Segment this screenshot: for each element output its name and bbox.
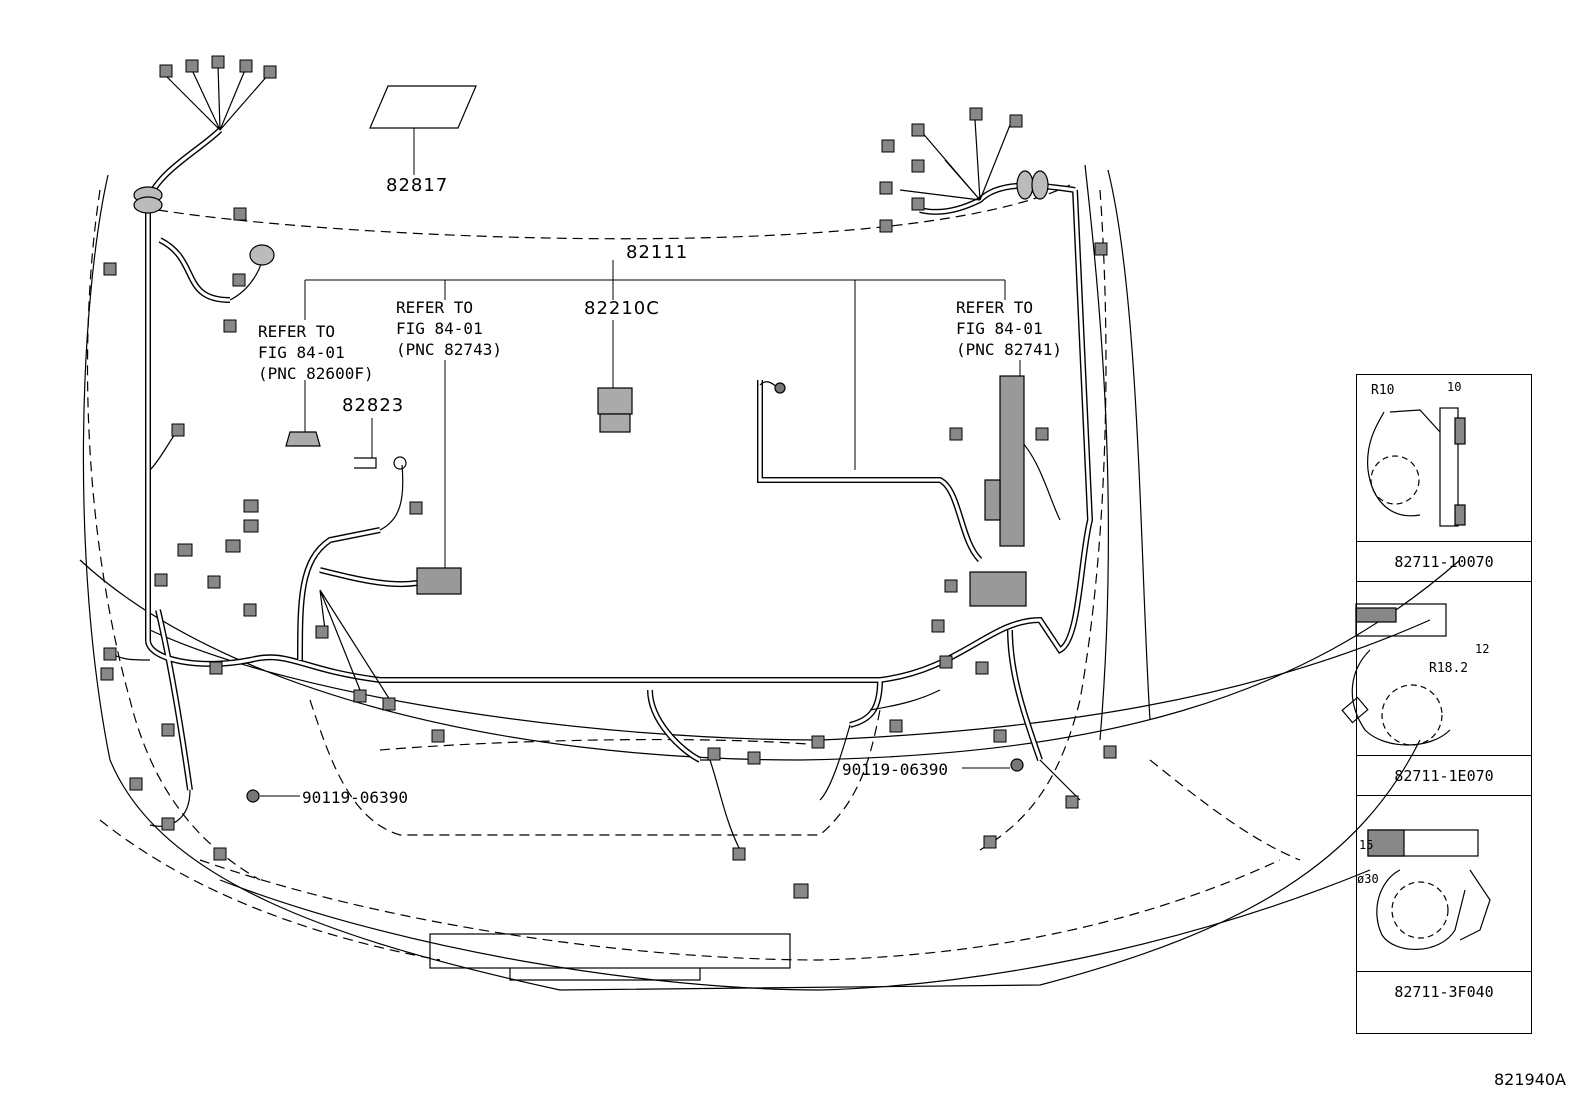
refer-right-line3: (PNC 82741) xyxy=(956,340,1062,359)
clamp-divider-2 xyxy=(1357,795,1531,796)
clamp-3-dim-d: ø30 xyxy=(1357,872,1379,886)
clamp-1-dim-r: R10 xyxy=(1371,383,1395,398)
bolt-right-label: 90119-06390 xyxy=(842,760,948,779)
branch-wires xyxy=(104,64,1081,851)
part-82111-label: 82111 xyxy=(626,242,689,263)
clamp-2-dim-h: 12 xyxy=(1475,642,1490,656)
refer-mid-line3: (PNC 82743) xyxy=(396,340,502,359)
connectors xyxy=(100,55,1117,899)
leader-lines xyxy=(260,128,1021,797)
clamp-1-part-number: 82711-10070 xyxy=(1357,541,1531,582)
relay-block xyxy=(969,375,1027,607)
figure-id: 821940A xyxy=(1493,1070,1566,1089)
refer-right-line2: FIG 84-01 xyxy=(956,319,1043,338)
clamp-3-part-number: 82711-3F040 xyxy=(1357,971,1531,1012)
refer-mid-line2: FIG 84-01 xyxy=(396,319,483,338)
refer-right-line1: REFER TO xyxy=(956,298,1034,317)
component-82743 xyxy=(416,567,462,595)
refer-left-line1: REFER TO xyxy=(258,322,336,341)
clamp-sketches xyxy=(1341,407,1491,950)
clamp-3-dim-h: 15 xyxy=(1359,838,1374,852)
part-82210c-label: 82210C xyxy=(584,298,660,319)
clamp-2-part-number: 82711-1E070 xyxy=(1357,755,1531,796)
refer-left-line3: (PNC 82600F) xyxy=(258,364,374,383)
part-82823-label: 82823 xyxy=(342,395,405,416)
bolts xyxy=(246,382,1024,803)
engine-bay-outline xyxy=(86,184,1301,961)
grommets xyxy=(133,170,1049,266)
car-body-outline xyxy=(79,164,1461,991)
clamp-2-dim-r: R18.2 xyxy=(1429,661,1469,676)
clamp-1-dim-w: 10 xyxy=(1447,380,1462,394)
component-82823 xyxy=(354,456,407,470)
component-82600f xyxy=(285,431,321,447)
part-82817-label: 82817 xyxy=(386,175,449,196)
component-82817 xyxy=(369,85,477,129)
refer-left-line2: FIG 84-01 xyxy=(258,343,345,362)
component-82210c xyxy=(597,387,633,433)
bolt-left-label: 90119-06390 xyxy=(302,788,408,807)
clamp-panel: R10 10 82711-10070 12 R18.2 82711-1E070 … xyxy=(1356,374,1532,1034)
clamp-divider-1 xyxy=(1357,581,1531,582)
refer-mid-line1: REFER TO xyxy=(396,298,474,317)
main-harness xyxy=(145,127,1094,791)
